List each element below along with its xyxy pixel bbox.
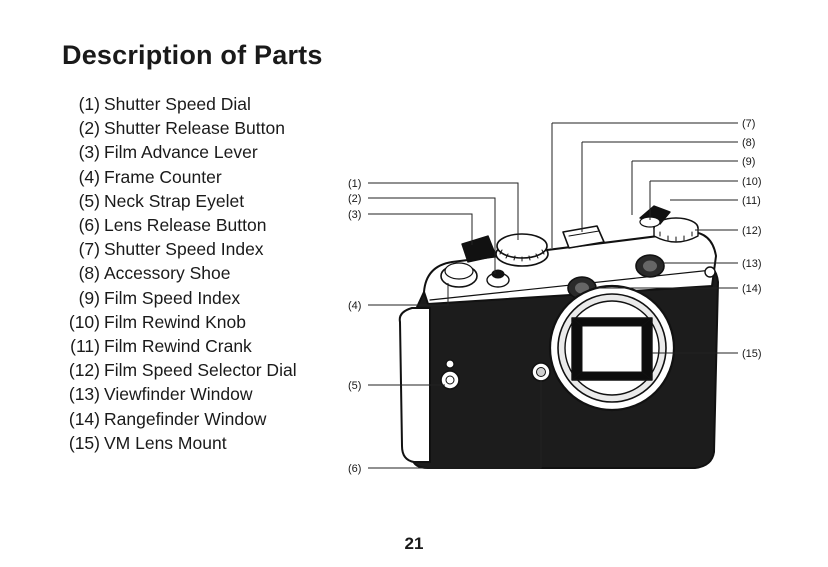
part-number: (10)	[68, 311, 100, 332]
part-number: (5)	[78, 190, 100, 211]
part-label: Film Speed Index	[104, 287, 241, 308]
part-number: (12)	[68, 360, 100, 381]
callout-label: (14)	[742, 283, 762, 295]
part-label: Frame Counter	[104, 166, 222, 187]
callout-label: (4)	[348, 300, 361, 312]
list-item: (2)Shutter Release Button	[56, 116, 297, 140]
list-item: (4)Frame Counter	[56, 165, 297, 189]
page-number: 21	[404, 534, 424, 553]
list-item: (5)Neck Strap Eyelet	[56, 189, 297, 213]
part-label: Film Advance Lever	[104, 142, 258, 163]
callout-label: (7)	[742, 118, 755, 130]
list-item: (3)Film Advance Lever	[56, 140, 297, 164]
part-label: Film Speed Selector Dial	[104, 360, 297, 381]
list-item: (13)Viewfinder Window	[56, 382, 297, 406]
callout-label: (2)	[348, 193, 361, 205]
part-number: (11)	[70, 336, 100, 357]
callout-label: (1)	[348, 178, 361, 190]
list-item: (14)Rangefinder Window	[56, 407, 297, 431]
callout-label: (3)	[348, 209, 361, 221]
part-label: Film Rewind Knob	[104, 311, 246, 332]
callout-label: (11)	[742, 195, 761, 207]
part-number: (8)	[78, 263, 100, 284]
part-number: (14)	[68, 408, 100, 429]
callout-label: (13)	[742, 258, 762, 270]
part-number: (2)	[78, 118, 100, 139]
part-number: (4)	[78, 166, 100, 187]
list-item: (11)Film Rewind Crank	[56, 334, 297, 358]
part-label: Shutter Speed Index	[104, 239, 264, 260]
list-item: (15)VM Lens Mount	[56, 431, 297, 455]
part-number: (13)	[68, 384, 100, 405]
part-number: (1)	[78, 94, 100, 114]
part-label: Shutter Release Button	[104, 118, 285, 139]
camera-illustration	[398, 205, 719, 469]
callout-label: (8)	[742, 137, 755, 149]
list-item: (9)Film Speed Index	[56, 286, 297, 310]
list-item: (1)Shutter Speed Dial	[56, 92, 297, 116]
part-label: VM Lens Mount	[104, 432, 227, 453]
part-number: (9)	[78, 287, 100, 308]
camera-parts-diagram: (1) (2) (3) (4) (5) (6) (7) (8) (9) (10)…	[348, 118, 762, 475]
part-label: Shutter Speed Dial	[104, 94, 251, 114]
list-item: (12)Film Speed Selector Dial	[56, 358, 297, 382]
part-number: (7)	[78, 239, 100, 260]
part-number: (15)	[68, 432, 100, 453]
part-label: Lens Release Button	[104, 215, 267, 236]
callout-label: (10)	[742, 176, 762, 188]
part-label: Viewfinder Window	[104, 384, 253, 405]
page-title: Description of Parts	[62, 40, 323, 70]
parts-list: (1)Shutter Speed Dial (2)Shutter Release…	[56, 92, 297, 455]
callout-label: (9)	[742, 156, 755, 168]
callout-label: (15)	[742, 348, 762, 360]
part-label: Rangefinder Window	[104, 408, 267, 429]
part-number: (3)	[78, 142, 100, 163]
callout-label: (5)	[348, 380, 361, 392]
callout-label: (6)	[348, 463, 361, 475]
callout-label: (12)	[742, 225, 762, 237]
list-item: (8)Accessory Shoe	[56, 261, 297, 285]
part-label: Film Rewind Crank	[104, 336, 252, 357]
part-label: Accessory Shoe	[104, 263, 231, 284]
part-number: (6)	[78, 215, 100, 236]
callout-lines	[368, 122, 738, 469]
list-item: (10)Film Rewind Knob	[56, 310, 297, 334]
list-item: (7)Shutter Speed Index	[56, 237, 297, 261]
part-label: Neck Strap Eyelet	[104, 190, 245, 211]
list-item: (6)Lens Release Button	[56, 213, 297, 237]
